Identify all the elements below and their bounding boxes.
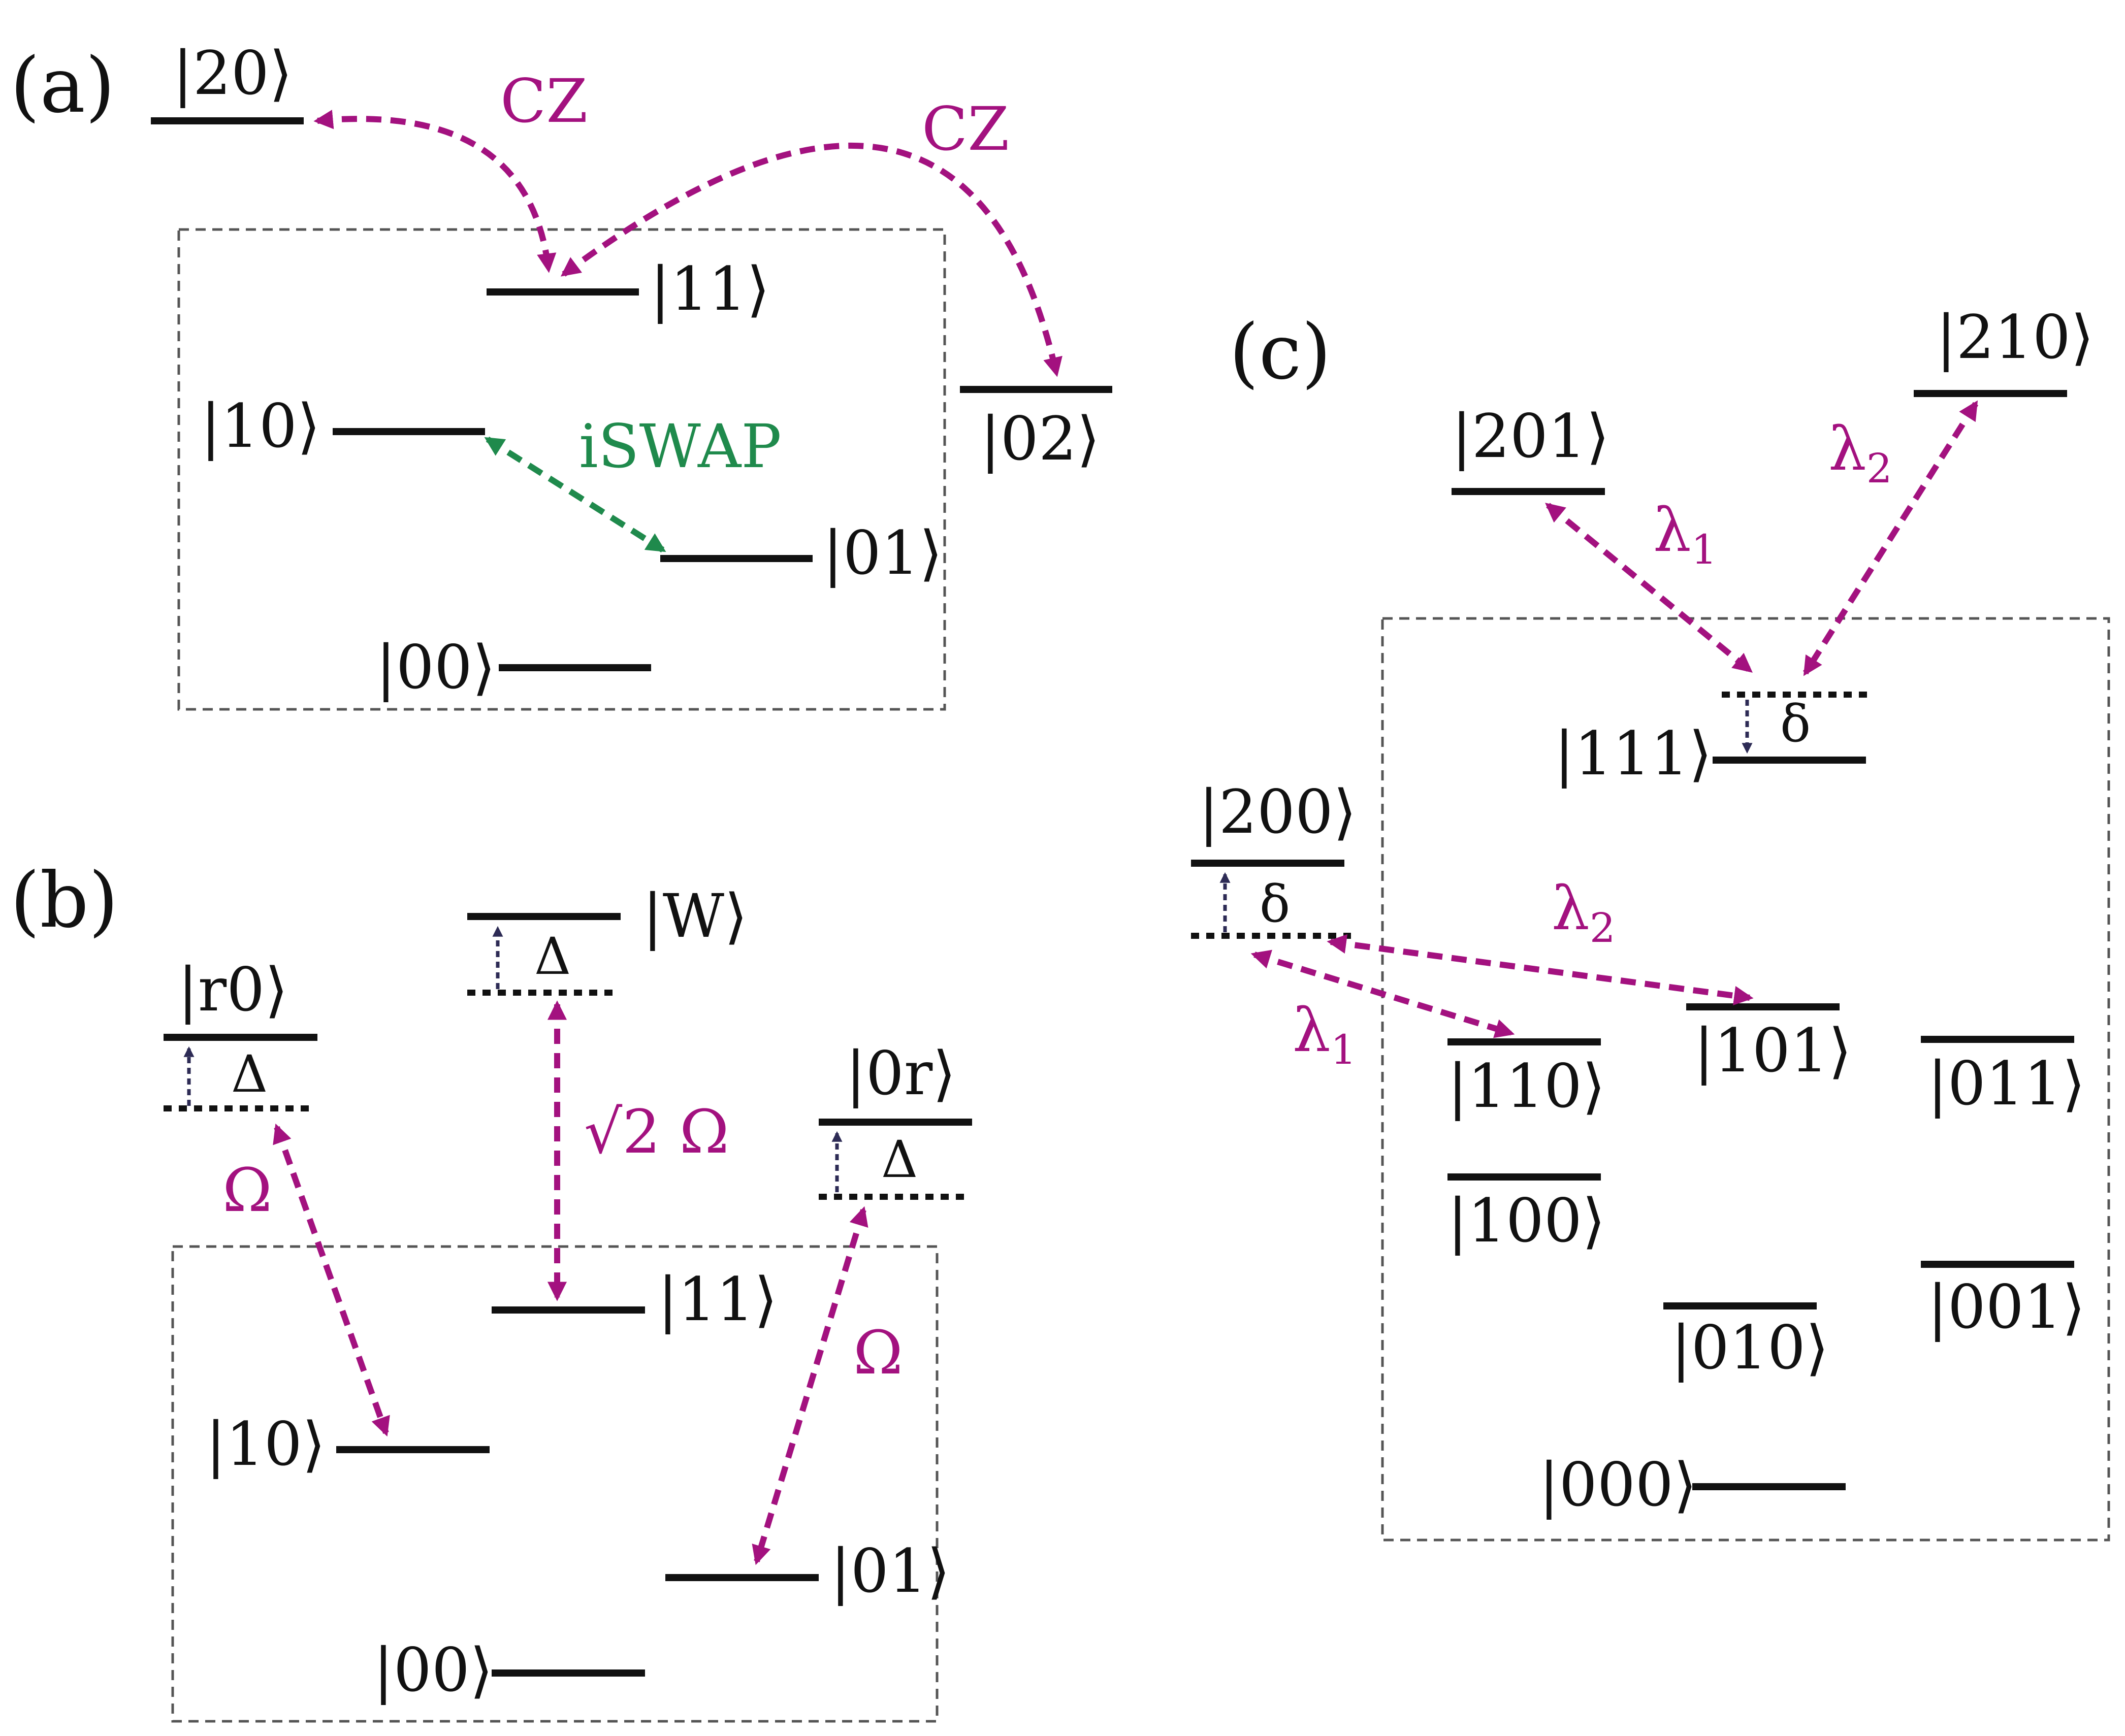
lambda2-arrow-c-mid [1327, 934, 1754, 1005]
state-label-c-210: |210⟩ [1936, 302, 2094, 372]
iswap-arrow [484, 436, 666, 553]
iswap-label: iSWAP [579, 411, 782, 481]
cz-label-left: CZ [500, 66, 588, 136]
detuning-label-c-left: δ [1260, 874, 1290, 934]
lambda1-subscript-c-top: 1 [1691, 526, 1717, 573]
cz-arrow-left [313, 110, 557, 273]
state-label-c-100: |100⟩ [1447, 1186, 1605, 1256]
state-label-c-200: |200⟩ [1199, 777, 1357, 847]
lambda1-subscript-c-mid: 1 [1331, 1026, 1357, 1073]
lambda2-subscript-c-top: 2 [1866, 445, 1892, 492]
state-label-b-r0: |r0⟩ [178, 955, 288, 1025]
omega-label-b-right: Ω [853, 1318, 903, 1388]
state-label-b-11: |11⟩ [658, 1264, 778, 1334]
state-label-b-10: |10⟩ [206, 1409, 326, 1479]
lambda1-label-c-top: λ1 [1653, 495, 1717, 573]
detuning-label-c-top: δ [1780, 694, 1811, 754]
panel-b-label: (b) [10, 857, 118, 945]
cz-arrow-right [560, 142, 1062, 377]
lambda2-symbol-c-mid: λ [1552, 873, 1590, 943]
state-label-a-10: |10⟩ [201, 391, 320, 461]
omega-label-b-mid: √2 Ω [584, 1097, 729, 1167]
state-label-c-110: |110⟩ [1447, 1051, 1605, 1121]
omega-arrow-b-right [752, 1206, 868, 1565]
lambda2-label-c-mid: λ2 [1552, 873, 1616, 952]
lambda1-symbol-c-top: λ [1653, 495, 1691, 565]
panel-b-qubit-subspace-box [171, 1245, 939, 1723]
state-label-a-00: |00⟩ [376, 632, 496, 702]
state-label-b-0r: |0r⟩ [846, 1038, 956, 1108]
panel-a-qubit-subspace-box [177, 228, 946, 711]
lambda1-arrow-c-top [1545, 503, 1753, 673]
cz-label-right: CZ [922, 94, 1009, 164]
state-label-c-001: |001⟩ [1927, 1272, 2085, 1342]
detuning-label-b-mid: Δ [534, 927, 571, 986]
state-label-c-111: |111⟩ [1554, 718, 1712, 789]
state-label-a-11: |11⟩ [650, 254, 770, 324]
panel-a: (a) |20⟩ |11⟩ |10⟩ |01⟩ |00⟩ |02⟩ CZ CZ … [10, 38, 1112, 711]
state-label-c-101: |101⟩ [1694, 1016, 1852, 1086]
panel-b: (b) |r0⟩ Δ |W⟩ Δ |0r⟩ Δ |11⟩ |10⟩ |01⟩ |… [10, 857, 972, 1723]
state-label-c-201: |201⟩ [1452, 401, 1609, 471]
lambda1-label-c-mid: λ1 [1293, 995, 1357, 1073]
lambda2-subscript-c-mid: 2 [1590, 904, 1616, 952]
state-label-c-011: |011⟩ [1927, 1049, 2085, 1119]
panel-a-label: (a) [10, 42, 115, 130]
lambda2-arrow-c-top [1802, 400, 1979, 676]
state-label-b-01: |01⟩ [830, 1536, 950, 1606]
state-label-c-010: |010⟩ [1671, 1313, 1829, 1383]
lambda1-symbol-c-mid: λ [1293, 995, 1331, 1065]
state-label-b-W: |W⟩ [642, 881, 748, 951]
state-label-c-000: |000⟩ [1539, 1450, 1697, 1520]
omega-label-b-left: Ω [222, 1155, 272, 1225]
state-label-b-00: |00⟩ [373, 1635, 493, 1705]
panel-c-label: (c) [1229, 308, 1331, 397]
detuning-label-b-right: Δ [881, 1130, 918, 1189]
panel-c: (c) |201⟩ |210⟩ |111⟩ δ |200⟩ δ |101⟩ |1… [1191, 302, 2110, 1542]
lambda2-symbol-c-top: λ [1828, 414, 1866, 484]
detuning-label-b-left: Δ [231, 1044, 268, 1104]
panel-c-qubit-subspace-box [1381, 617, 2110, 1542]
state-label-a-02: |02⟩ [980, 404, 1100, 474]
state-label-a-20: |20⟩ [173, 38, 293, 108]
state-label-a-01: |01⟩ [823, 518, 943, 588]
lambda2-label-c-top: λ2 [1828, 414, 1892, 492]
omega-arrow-b-left [273, 1123, 390, 1437]
lambda1-arrow-c-mid [1250, 949, 1515, 1038]
